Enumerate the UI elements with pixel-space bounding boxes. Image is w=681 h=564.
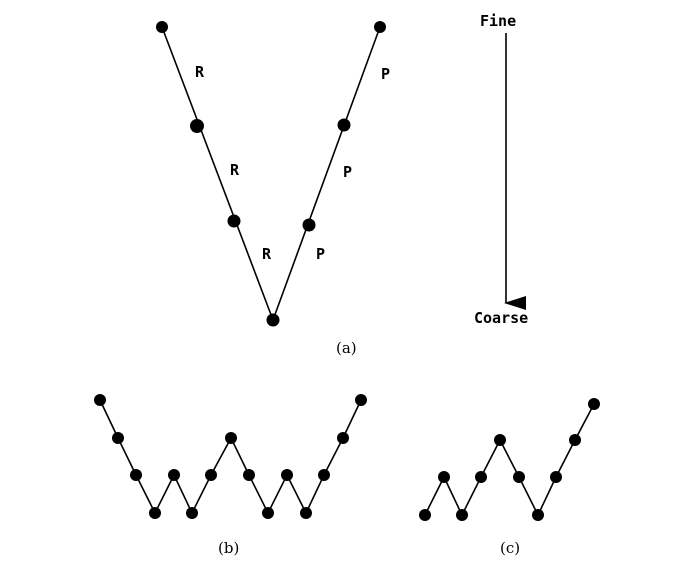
w-cycle-node (318, 469, 330, 481)
v-cycle-node (190, 119, 204, 133)
prolongation-label: P (343, 163, 352, 181)
f-cycle-node (532, 509, 544, 521)
f-cycle-node (419, 509, 431, 521)
f-cycle-path (424, 403, 595, 517)
fine-label: Fine (480, 12, 516, 30)
w-cycle-node (262, 507, 274, 519)
w-cycle-diagram: (b) (94, 394, 367, 557)
prolongation-label: P (316, 245, 325, 263)
w-cycle-node (112, 432, 124, 444)
w-cycle-node (337, 432, 349, 444)
w-cycle-path (99, 399, 362, 515)
v-cycle-node (374, 21, 386, 33)
prolongation-label: P (381, 65, 390, 83)
f-cycle-node (550, 471, 562, 483)
w-cycle-node (130, 469, 142, 481)
v-cycle-node (302, 218, 316, 232)
v-cycle-node (266, 313, 280, 327)
w-cycle-node (205, 469, 217, 481)
w-cycle-node (186, 507, 198, 519)
f-cycle-node (456, 509, 468, 521)
caption-a: (a) (336, 339, 357, 357)
w-cycle-node (149, 507, 161, 519)
v-cycle-diagram: R R R P P P (a) (156, 21, 390, 357)
f-cycle-node (475, 471, 487, 483)
restriction-label: R (262, 245, 272, 263)
caption-b: (b) (218, 539, 239, 557)
caption-c: (c) (500, 539, 520, 557)
w-cycle-node (94, 394, 106, 406)
grid-level-axis: Fine Coarse (474, 12, 528, 327)
w-cycle-node (281, 469, 293, 481)
f-cycle-node (588, 398, 600, 410)
v-cycle-left-edge (161, 26, 274, 321)
w-cycle-node (355, 394, 367, 406)
restriction-label: R (230, 161, 240, 179)
f-cycle-node (513, 471, 525, 483)
f-cycle-node (494, 434, 506, 446)
f-cycle-node (438, 471, 450, 483)
restriction-label: R (195, 63, 205, 81)
w-cycle-node (225, 432, 237, 444)
v-cycle-node (227, 214, 241, 228)
w-cycle-node (243, 469, 255, 481)
f-cycle-diagram: (c) (419, 398, 600, 557)
f-cycle-node (569, 434, 581, 446)
v-cycle-right-edge (272, 26, 381, 321)
v-cycle-node (337, 118, 351, 132)
w-cycle-node (300, 507, 312, 519)
v-cycle-node (156, 21, 168, 33)
coarse-label: Coarse (474, 309, 528, 327)
w-cycle-node (168, 469, 180, 481)
